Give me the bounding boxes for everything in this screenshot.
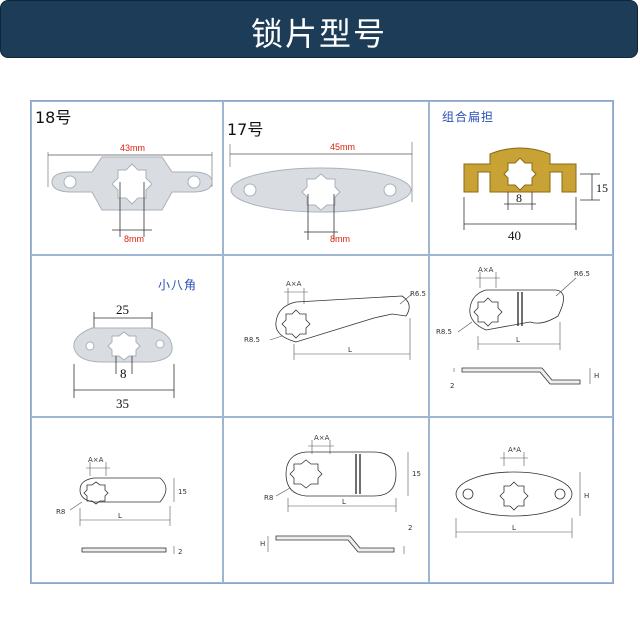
title-banner: 锁片型号 <box>0 0 638 58</box>
axa-label: A×A <box>314 434 330 442</box>
length-label: L <box>512 524 516 532</box>
model-label: 组合扁担 <box>442 110 495 124</box>
model-label: 小八角 <box>158 278 198 292</box>
model-label: 17号 <box>227 120 264 139</box>
thickness-label: 2 <box>450 382 454 390</box>
axa-label: A*A <box>508 446 521 454</box>
length-label: L <box>342 498 346 506</box>
width-label: 15 <box>178 488 187 496</box>
cell-bent-drawing: A×A 15 R8 L H 2 <box>223 417 429 583</box>
straight-plate-drawing: A×A 15 R8 L 2 <box>56 456 187 556</box>
cam-drawing: A×A R6.5 R8.5 L <box>244 280 426 360</box>
radius-label: R8 <box>56 508 65 516</box>
cell-cam-drawing-2: A×A R6.5 R8.5 L 2 H <box>429 255 613 417</box>
width-dim: 40 <box>508 228 521 243</box>
width-dim: 35 <box>116 396 129 411</box>
cell-combo: 组合扁担 15 8 40 <box>429 101 613 255</box>
oval-plate-drawing: A*A H L <box>455 446 589 538</box>
height-dim: 15 <box>596 181 608 195</box>
radius-label-1: R6.5 <box>574 270 590 278</box>
axa-label: A×A <box>88 456 104 464</box>
top-dim: 25 <box>116 302 129 317</box>
width-dim: 43mm <box>120 143 145 153</box>
cell-18: 18号 43mm 8mm <box>31 101 223 255</box>
bent-plate-drawing: A×A 15 R8 L H 2 <box>260 434 421 554</box>
octagon-plate-photo: 25 8 35 <box>73 302 175 411</box>
width-dim: 45mm <box>330 142 355 152</box>
height-label: H <box>594 372 599 380</box>
cell-17: 17号 45mm 8mm <box>223 101 429 255</box>
model-label: 18号 <box>35 108 72 127</box>
page-title: 锁片型号 <box>250 15 387 53</box>
cell-cam-drawing-1: A×A R6.5 R8.5 L <box>223 255 429 417</box>
thickness-label: 2 <box>408 524 412 532</box>
radius-label: R8 <box>264 494 273 502</box>
combo-bracket-photo: 15 8 40 <box>463 147 608 243</box>
height-label: H <box>584 492 589 500</box>
radius-label-1: R6.5 <box>410 290 426 298</box>
hole-dim: 8mm <box>330 234 350 244</box>
plate-18-photo: 43mm 8mm <box>47 143 213 244</box>
cell-oval-drawing: A*A H L <box>429 417 613 583</box>
length-label: L <box>348 346 352 354</box>
axa-label: A×A <box>478 266 494 274</box>
length-label: L <box>118 512 122 520</box>
plate-17-photo: 45mm 8mm <box>229 142 413 244</box>
hole-dim: 8mm <box>124 234 144 244</box>
length-label: L <box>516 336 520 344</box>
radius-label-2: R8.5 <box>436 328 452 336</box>
cell-octagon: 小八角 25 8 35 <box>31 255 223 417</box>
width-label: 15 <box>412 470 421 478</box>
thickness-label: 2 <box>178 548 182 556</box>
radius-label-2: R8.5 <box>244 336 260 344</box>
axa-label: A×A <box>286 280 302 288</box>
hole-dim: 8 <box>120 366 127 381</box>
lock-plate-grid: 18号 43mm 8mm 17号 <box>30 100 614 584</box>
hole-dim: 8 <box>516 191 522 205</box>
height-label: H <box>260 540 265 548</box>
cam-drawing-side: A×A R6.5 R8.5 L 2 H <box>436 266 599 390</box>
cell-straight-drawing: A×A 15 R8 L 2 <box>31 417 223 583</box>
